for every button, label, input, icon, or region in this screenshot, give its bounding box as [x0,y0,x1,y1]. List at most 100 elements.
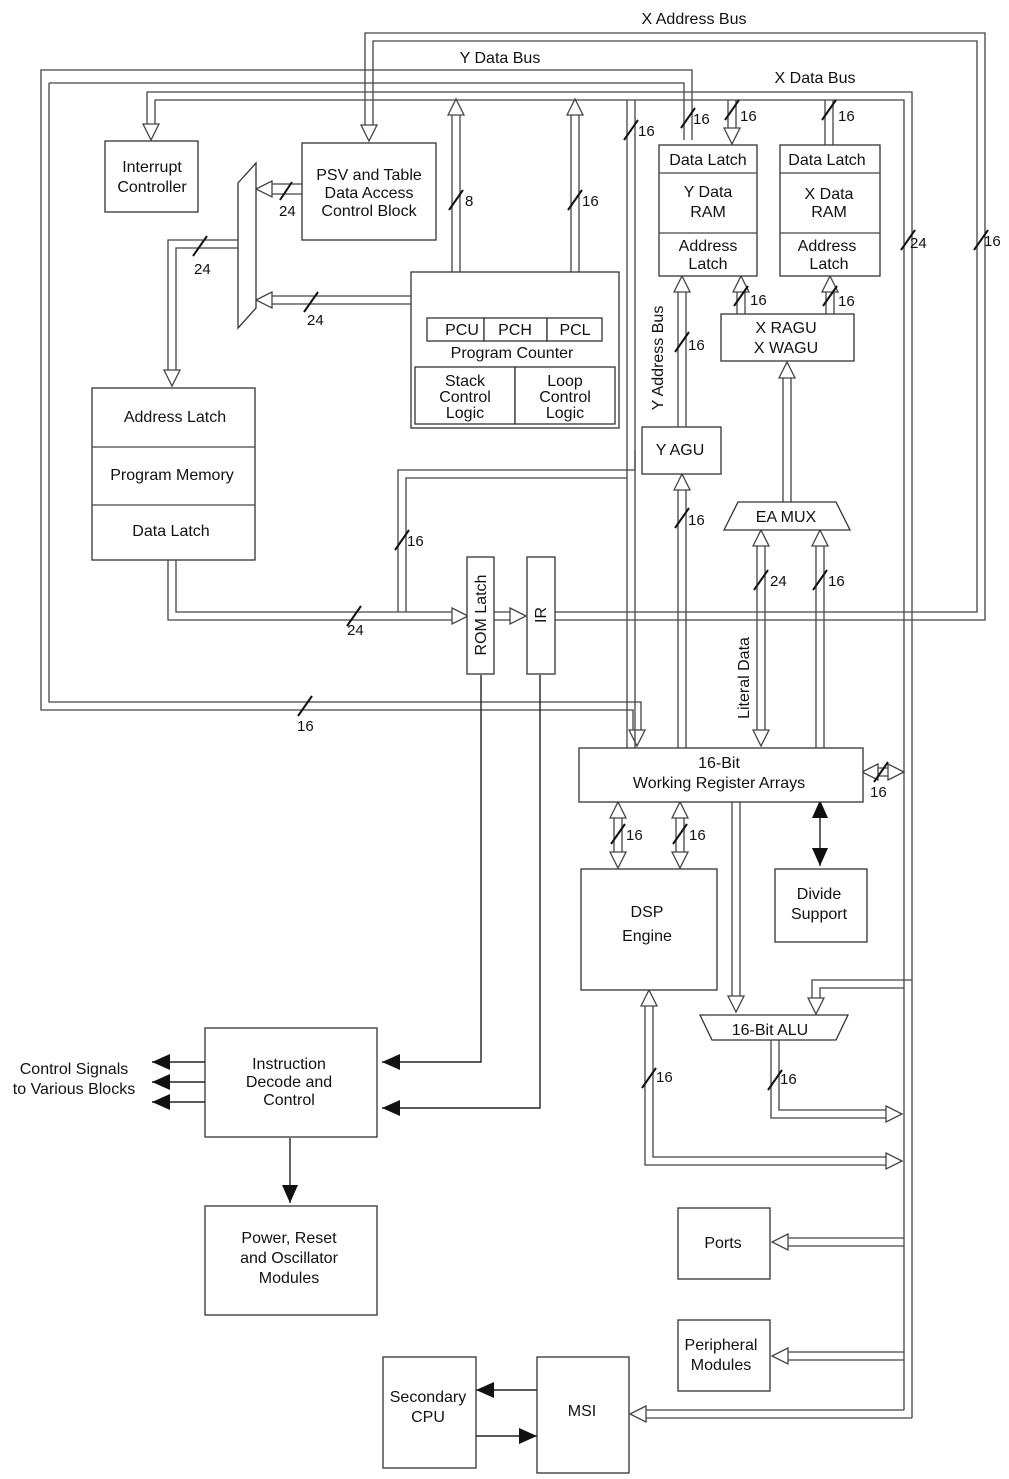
power-label-1: Power, Reset [241,1230,337,1247]
x-data-ram-block: Data Latch X Data RAM Address Latch [779,144,881,277]
loop-label-2: Control [539,389,591,406]
width-mux-24: 24 [194,261,211,278]
width-dsp-out-16: 16 [656,1069,673,1086]
x-ragu-label: X RAGU [755,320,816,337]
program-memory-label: Program Memory [110,467,234,484]
width-mux-pc-24: 24 [307,312,324,329]
x-data-ram-label-1: X Data [805,186,854,203]
psv-table-block: PSV and Table Data Access Control Block [301,142,437,241]
peripheral-label-1: Peripheral [685,1337,758,1354]
bus-labels: X Address Bus Y Data Bus X Data Bus Y Ad… [460,11,856,719]
control-signals-label: Control Signals to Various Blocks [13,1061,135,1098]
secondary-cpu-label-1: Secondary [390,1389,467,1406]
rom-latch-block: ROM Latch [466,556,495,675]
x-address-latch-label-2: Latch [809,256,848,273]
width-yagu-dn-16: 16 [688,512,705,529]
bus-width-labels: 24 8 16 16 16 16 16 24 24 16 16 16 16 24… [194,108,1001,1088]
psv-label-2: Data Access [325,185,414,202]
width-xbus-x-16: 16 [740,108,757,125]
width-xaddr-24: 16 [984,233,1001,250]
data-latch-label: Data Latch [132,523,209,540]
ea-mux-label: EA MUX [756,509,817,526]
ir-block: IR [526,556,556,675]
dsp-engine-block: DSP Engine [580,868,718,991]
power-label-3: Modules [259,1270,319,1287]
decode-label-3: Control [263,1092,315,1109]
alu-block: 16-Bit ALU [698,1014,850,1041]
bus-width-ticks [192,99,989,1091]
ports-label: Ports [704,1235,741,1252]
width-ybus-w-16: 16 [297,718,314,735]
peripheral-modules-block: Peripheral Modules [677,1319,771,1392]
width-pm-24: 24 [347,622,364,639]
y-agu-label: Y AGU [656,442,705,459]
secondary-cpu-block: Secondary CPU [382,1356,477,1469]
width-xdata-16: 16 [838,108,855,125]
program-counter-block: PCU PCH PCL Program Counter Stack Contro… [410,271,620,429]
width-xram-16: 16 [838,293,855,310]
loop-label-3: Logic [546,405,584,422]
program-counter-label: Program Counter [451,345,574,362]
divide-support-block: Divide Support [774,868,868,943]
x-address-latch-label-1: Address [798,238,857,255]
width-lit-16: 24 [770,573,787,590]
y-data-bus [40,69,693,730]
x-address-bus-label: X Address Bus [642,11,747,28]
width-wr-r-16: 16 [870,784,887,801]
x-address-bus [364,32,986,621]
stack-label-3: Logic [446,405,484,422]
program-memory-block: Address Latch Program Memory Data Latch [91,387,256,561]
width-alu-out-16: 16 [780,1071,797,1088]
interrupt-controller-label-1: Interrupt [122,159,182,176]
ea-mux-block: EA MUX [722,501,852,531]
pcl-label: PCL [559,322,590,339]
stack-label-2: Control [439,389,491,406]
pcu-label: PCU [445,322,479,339]
dsp-label-2: Engine [622,928,672,945]
width-dsp-a-16: 16 [626,827,643,844]
msi-label: MSI [568,1403,596,1420]
psv-label-1: PSV and Table [316,167,422,184]
width-xbus-top-16: 16 [693,111,710,128]
y-address-latch-label-1: Address [679,238,738,255]
y-data-ram-label-2: RAM [690,204,726,221]
y-data-latch-label: Data Latch [669,152,746,169]
power-label-2: and Oscillator [240,1250,338,1267]
control-signals-label-2: to Various Blocks [13,1081,135,1098]
ports-block: Ports [677,1207,771,1280]
dsp-label-1: DSP [631,904,664,921]
divide-label-1: Divide [797,886,842,903]
interrupt-controller: Interrupt Controller [104,140,199,213]
x-data-bus-label: X Data Bus [775,70,856,87]
address-latch-label: Address Latch [124,409,226,426]
msi-block: MSI [536,1356,630,1474]
working-regs-label-1: 16-Bit [698,755,740,772]
divide-label-2: Support [791,906,848,923]
control-lines [152,675,828,1444]
y-data-ram-label-1: Y Data [684,184,733,201]
working-register-arrays: 16-Bit Working Register Arrays [578,747,864,803]
instruction-decode-block: Instruction Decode and Control [204,1027,378,1138]
width-psv-24: 24 [279,203,296,220]
ir-label: IR [533,607,550,623]
width-ybus-16: 16 [638,123,655,140]
x-data-ram-label-2: RAM [811,204,847,221]
loop-label-1: Loop [547,373,583,390]
power-reset-block: Power, Reset and Oscillator Modules [204,1205,378,1316]
alu-label: 16-Bit ALU [732,1022,808,1039]
working-regs-label-2: Working Register Arrays [633,775,805,792]
peripheral-label-2: Modules [691,1357,751,1374]
y-data-bus-label: Y Data Bus [460,50,541,67]
y-address-latch-label-2: Latch [688,256,727,273]
stack-label-1: Stack [445,373,486,390]
x-data-bus [146,91,913,1418]
x-wagu-label: X WAGU [754,340,818,357]
x-ragu-block: X RAGU X WAGU [720,313,855,362]
width-dsp-b-16: 16 [689,827,706,844]
control-signals-label-1: Control Signals [20,1061,129,1078]
pch-label: PCH [498,322,532,339]
psv-label-3: Control Block [321,203,417,220]
secondary-cpu-label-2: CPU [411,1409,445,1426]
interrupt-controller-label-2: Controller [117,179,187,196]
